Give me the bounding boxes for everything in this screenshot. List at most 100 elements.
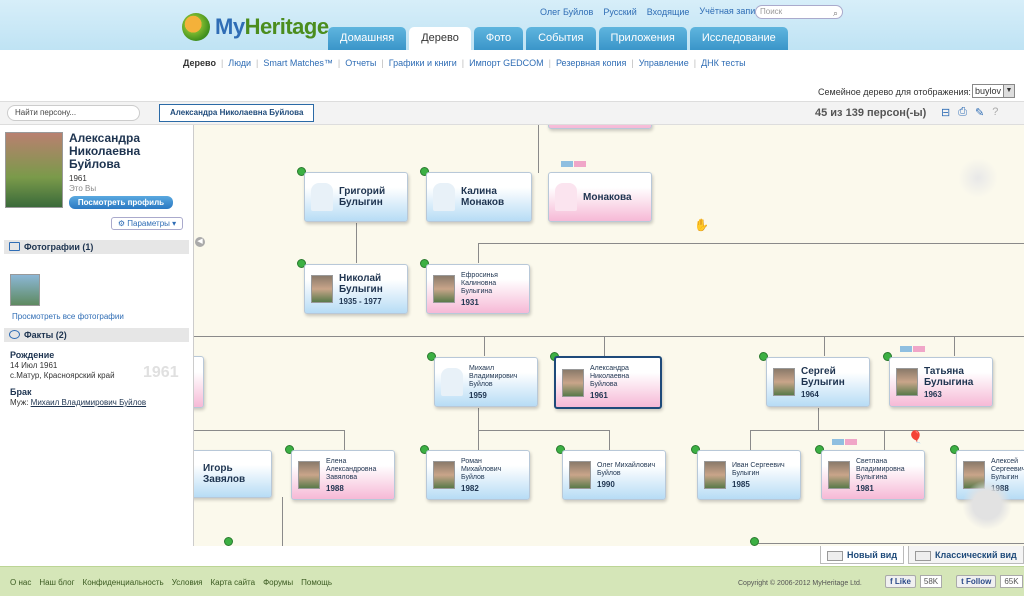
tab-home[interactable]: Домашняя	[328, 27, 407, 50]
find-person-input[interactable]: Найти персону...	[7, 105, 140, 121]
person-photo	[433, 275, 455, 303]
classic-view-tab[interactable]: Классический вид	[908, 546, 1024, 564]
view-all-photos-link[interactable]: Просмотреть все фотографии	[12, 312, 124, 321]
person-card-partial[interactable]	[548, 125, 652, 129]
person-card-alexandra-selected[interactable]: Александра Николаевна Буйлова 1961	[554, 356, 662, 409]
green-status-icon	[297, 167, 306, 176]
person-years: 1931	[461, 297, 479, 307]
parameters-button[interactable]: ⚙ Параметры ▾	[111, 217, 183, 230]
person-card-kalina[interactable]: Калина Монаков	[426, 172, 532, 222]
tree-canvas[interactable]: Игорь Завялов Григорий Булыгин Калина Мо…	[194, 125, 1024, 546]
green-status-icon	[420, 445, 429, 454]
green-status-icon	[815, 445, 824, 454]
subnav-tree[interactable]: Дерево	[183, 58, 216, 68]
profile-you-label: Это Вы	[69, 184, 97, 193]
parameters-label: Параметры	[127, 219, 170, 228]
photo-thumbnail[interactable]	[10, 274, 40, 306]
tree-connector	[609, 430, 610, 450]
tree-connector	[954, 336, 955, 356]
footer-link-about[interactable]: О нас	[10, 578, 32, 587]
subnav-smart-matches[interactable]: Smart Matches™	[263, 58, 333, 68]
search-input[interactable]: Поиск⌕	[755, 5, 843, 19]
person-card-grigoriy[interactable]: Григорий Булыгин	[304, 172, 408, 222]
view-profile-button[interactable]: Посмотреть профиль	[69, 196, 173, 209]
tree-connector	[604, 336, 605, 356]
subnav-charts-books[interactable]: Графики и книги	[388, 58, 457, 68]
person-years: 1963	[924, 389, 942, 399]
subnav-separator: |	[381, 58, 384, 68]
twitter-follow-button[interactable]: t Follow	[956, 575, 997, 588]
zoom-control-icon[interactable]	[962, 480, 1012, 530]
person-years: 1961	[590, 391, 608, 400]
birth-label: Рождение	[10, 350, 55, 360]
person-card-igor[interactable]: Игорь Завялов	[194, 450, 272, 498]
tab-research[interactable]: Исследование	[689, 27, 788, 50]
facebook-like-button[interactable]: f Like	[885, 575, 916, 588]
subnav-people[interactable]: Люди	[228, 58, 252, 68]
green-status-icon	[750, 537, 759, 546]
tab-photos[interactable]: Фото	[473, 27, 524, 50]
person-name: Олег Михайлович Буйлов	[597, 461, 656, 477]
language-link[interactable]: Русский	[603, 6, 637, 17]
relations-flags-icon	[561, 161, 586, 167]
tab-apps[interactable]: Приложения	[598, 27, 687, 50]
footer-link-terms[interactable]: Условия	[171, 578, 203, 587]
subnav-dna[interactable]: ДНК тесты	[701, 58, 746, 68]
facts-section-header[interactable]: Факты (2)	[4, 328, 189, 342]
footer-link-privacy[interactable]: Конфиденциальность	[82, 578, 164, 587]
tree-connector	[194, 336, 1024, 337]
person-name: Татьяна Булыгина	[924, 365, 974, 388]
tab-events[interactable]: События	[526, 27, 596, 50]
toolbar-icons: ⊟ ⎙ ✎ ?	[941, 106, 998, 119]
subnav-import-gedcom[interactable]: Импорт GEDCOM	[469, 58, 544, 68]
subnav-reports[interactable]: Отчеты	[345, 58, 377, 68]
collapse-sidebar-icon[interactable]: ◀	[195, 237, 205, 247]
person-photo	[311, 275, 333, 303]
new-view-tab[interactable]: Новый вид	[820, 546, 905, 564]
subnav-backup[interactable]: Резервная копия	[555, 58, 627, 68]
help-icon[interactable]: ?	[992, 106, 999, 118]
breadcrumb[interactable]: Александра Николаевна Буйлова	[159, 104, 315, 122]
person-photo	[704, 461, 726, 489]
person-card-partial[interactable]	[194, 356, 204, 408]
subnav-separator: |	[220, 58, 224, 68]
tools-icon[interactable]: ✎	[975, 107, 985, 119]
photos-section-header[interactable]: Фотографии (1)	[4, 240, 189, 254]
account-menu[interactable]: Учётная запись ▾	[699, 6, 772, 16]
tab-tree[interactable]: Дерево	[409, 27, 471, 50]
footer-link-sitemap[interactable]: Карта сайта	[210, 578, 256, 587]
footer-link-forums[interactable]: Форумы	[263, 578, 294, 587]
male-silhouette-icon	[441, 368, 463, 396]
footer-link-help[interactable]: Помощь	[301, 578, 333, 587]
tree-connector	[750, 430, 1024, 431]
search-icon[interactable]: ⌕	[832, 8, 838, 18]
footer-link-blog[interactable]: Наш блог	[39, 578, 75, 587]
profile-photo[interactable]	[5, 132, 63, 208]
male-silhouette-icon	[311, 183, 333, 211]
person-name: Александра Николаевна Буйлова	[590, 365, 630, 388]
fullscreen-icon[interactable]: ⊟	[941, 107, 951, 119]
myheritage-logo[interactable]: MyHeritage	[182, 12, 329, 42]
tree-connector	[478, 243, 1024, 244]
person-name: Алексей Сергеевич Булыгин	[991, 457, 1024, 481]
tree-select[interactable]: buylov▼	[972, 84, 1015, 98]
inbox-link[interactable]: Входящие	[646, 6, 690, 17]
user-name-link[interactable]: Олег Буйлов	[540, 6, 594, 17]
spouse-link[interactable]: Михаил Владимирович Буйлов	[30, 398, 147, 407]
pan-control-icon[interactable]	[958, 158, 998, 198]
print-icon[interactable]: ⎙	[958, 106, 968, 118]
person-card-monakova[interactable]: Монакова	[548, 172, 652, 222]
subnav-separator: |	[631, 58, 634, 68]
classic-view-icon	[915, 550, 932, 561]
subnav-manage[interactable]: Управление	[638, 58, 689, 68]
